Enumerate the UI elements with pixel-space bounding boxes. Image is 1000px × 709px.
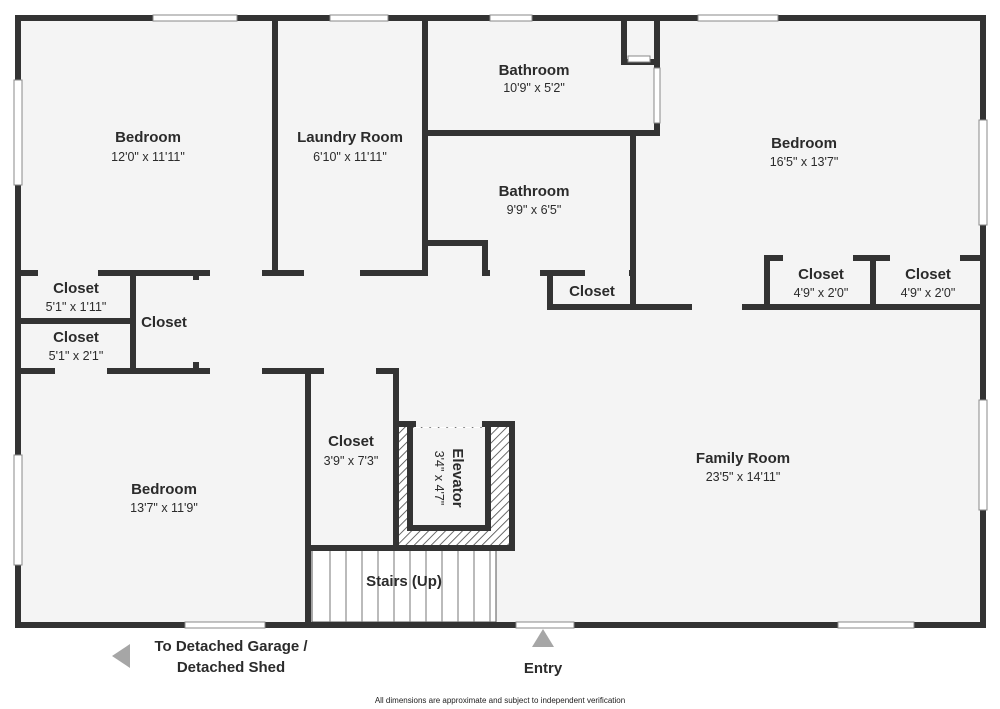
closet-right-1-name: Closet — [798, 266, 844, 283]
bedroom-top-right-name: Bedroom — [771, 135, 837, 152]
stairs-treads — [311, 547, 497, 623]
stairs-label: Stairs (Up) — [366, 573, 442, 590]
closet-center-name: Closet — [328, 433, 374, 450]
closet-small-vert-name: Closet — [141, 314, 187, 331]
door-openings — [38, 255, 960, 427]
bedroom-top-left-name: Bedroom — [115, 129, 181, 146]
closet-bath-name: Closet — [569, 283, 615, 300]
windows — [13, 14, 988, 629]
bathroom-mid-name: Bathroom — [499, 183, 570, 200]
bedroom-bottom-left-name: Bedroom — [131, 481, 197, 498]
closet-left-2-dims: 5'1" x 2'1" — [49, 349, 104, 363]
laundry-name: Laundry Room — [297, 129, 403, 146]
disclaimer: All dimensions are approximate and subje… — [375, 696, 625, 705]
elevator-name: Elevator — [449, 448, 466, 507]
laundry-dims: 6'10" x 11'11" — [313, 150, 387, 164]
closet-right-1-dims: 4'9" x 2'0" — [794, 286, 849, 300]
closet-right-2-name: Closet — [905, 266, 951, 283]
bathroom-mid-dims: 9'9" x 6'5" — [507, 203, 562, 217]
entry-label: Entry — [524, 660, 563, 677]
closet-left-1-name: Closet — [53, 280, 99, 297]
bedroom-bottom-left-dims: 13'7" x 11'9" — [130, 501, 198, 515]
closet-right-2-dims: 4'9" x 2'0" — [901, 286, 956, 300]
bathroom-top-dims: 10'9" x 5'2" — [503, 81, 565, 95]
bedroom-top-right-dims: 16'5" x 13'7" — [770, 155, 839, 169]
closet-center-dims: 3'9" x 7'3" — [324, 454, 379, 468]
closet-left-2-name: Closet — [53, 329, 99, 346]
arrow-left-icon — [112, 644, 130, 668]
bathroom-top-name: Bathroom — [499, 62, 570, 79]
family-room-name: Family Room — [696, 450, 790, 467]
elevator-dims: 3'4" x 4'7" — [432, 451, 446, 506]
closet-left-1-dims: 5'1" x 1'11" — [46, 300, 107, 314]
family-room-dims: 23'5" x 14'11" — [706, 470, 781, 484]
garage-label-line1: To Detached Garage / — [154, 638, 308, 655]
bedroom-top-left-dims: 12'0" x 11'11" — [111, 150, 185, 164]
garage-label-line2: Detached Shed — [177, 659, 285, 676]
entry-arrow-icon — [532, 629, 554, 647]
